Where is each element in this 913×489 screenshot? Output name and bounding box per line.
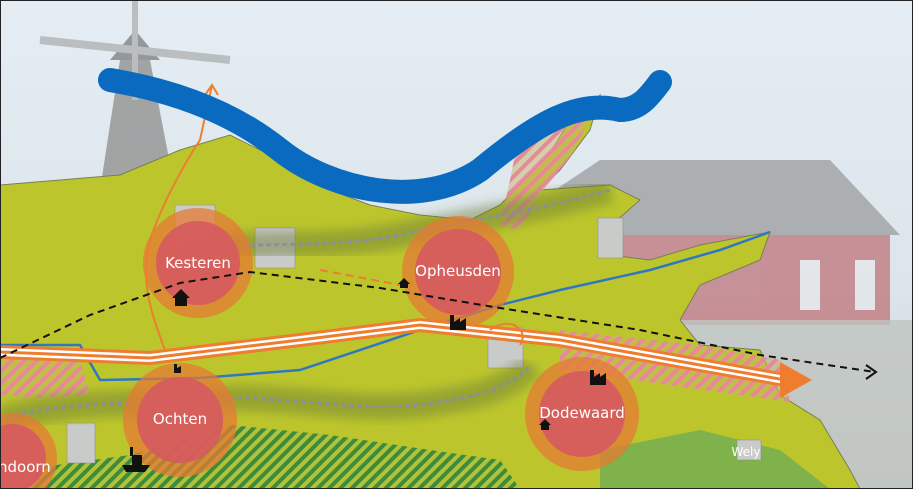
infrastructure-corridor <box>0 83 812 398</box>
factory-icon <box>590 370 606 385</box>
place-label-kesteren: Kesteren <box>165 254 231 272</box>
factory-icon <box>174 364 181 373</box>
house-icon <box>539 419 551 430</box>
ecological-corridors <box>0 177 614 433</box>
hatched-zone-west <box>0 355 90 398</box>
hatched-green-zone <box>20 425 520 489</box>
place-label-ochten: Ochten <box>153 410 207 428</box>
factory-icon <box>450 315 466 330</box>
place-label-ijzendoorn: ndoorn <box>0 458 51 476</box>
river-rhine <box>98 68 672 204</box>
place-label-opheusden: Opheusden <box>415 262 501 280</box>
place-label-wely: Wely <box>732 445 761 459</box>
house-icon <box>398 278 410 288</box>
place-label-dodewaard: Dodewaard <box>539 404 625 422</box>
town-circles <box>0 208 639 489</box>
house-icon <box>172 289 190 306</box>
green-floodplain <box>600 430 830 489</box>
arrow-right-icon <box>780 362 812 398</box>
dashed-route <box>0 270 878 380</box>
ship-icon <box>122 447 150 472</box>
